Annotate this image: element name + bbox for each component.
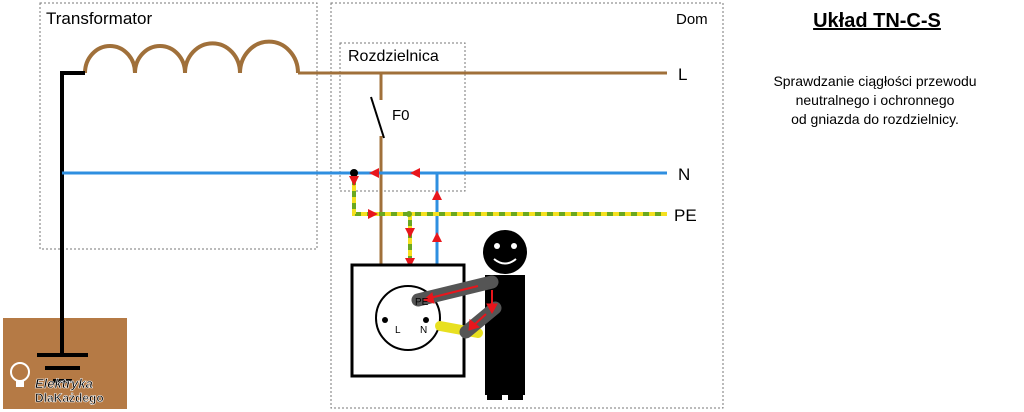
person-head: [483, 230, 527, 274]
person-smile: [493, 258, 517, 265]
transformer-box: [39, 2, 318, 250]
diagram-description: Sprawdzanie ciągłości przewodu neutralne…: [740, 72, 1010, 129]
logo-text-line1: Elektryka: [35, 376, 93, 391]
pe-wire-yellow: [352, 173, 667, 216]
arrow-neutral-up-1: [432, 190, 442, 200]
person-left-eye: [494, 243, 500, 249]
socket-n-pin: [423, 317, 429, 323]
description-line-3: od gniazda do rozdzielnicy.: [791, 111, 959, 127]
wire-label-PE: PE: [674, 206, 697, 225]
socket-l-pin: [382, 317, 388, 323]
transformer-label: Transformator: [46, 9, 152, 28]
wire-label-L: L: [678, 65, 687, 84]
pe-junction: [406, 211, 412, 217]
person-right-eye: [511, 243, 517, 249]
lightbulb-base-icon: [16, 381, 24, 387]
earth-conductor: [60, 71, 85, 355]
arrow-probe-pe-line: [429, 285, 479, 299]
switch-f0-label: F0: [392, 107, 410, 124]
arrow-neutral-left: [410, 168, 420, 178]
description-line-2: neutralnego i ochronnego: [795, 92, 955, 108]
probe-arrows: [422, 285, 498, 331]
socket-n-label: N: [420, 325, 427, 336]
wire-label-N: N: [678, 165, 690, 184]
description-line-1: Sprawdzanie ciągłości przewodu: [773, 73, 977, 89]
arrow-pe-right: [368, 209, 378, 219]
diagram-title: Układ TN-C-S: [813, 10, 941, 32]
arrow-pen-down: [349, 176, 359, 186]
switchboard-label: Rozdzielnica: [348, 48, 439, 65]
arrow-body-down-head: [486, 303, 498, 315]
house-box: [330, 2, 724, 409]
arrow-pe-down-2: [405, 258, 415, 268]
person-right-leg: [508, 390, 523, 400]
pe-wire-green: [352, 173, 667, 216]
switchboard-box: [339, 42, 466, 192]
arrow-probe-n-line: [473, 313, 487, 326]
socket-l-label: L: [395, 325, 401, 336]
switch-f0-contact: [370, 96, 385, 139]
logo-text-line2: DlaKażdego: [35, 391, 104, 405]
socket-pe-label: PE: [415, 297, 429, 308]
person-left-leg: [487, 390, 502, 400]
arrow-neutral-left-2: [369, 168, 379, 178]
transformer-coil: [83, 39, 300, 74]
arrow-neutral-up-2: [432, 232, 442, 242]
pen-split-junction: [350, 169, 358, 177]
elektryka-logo: Elektryka DlaKażdego: [10, 362, 104, 405]
arrow-probe-n-head: [468, 319, 481, 331]
current-flow-arrows: [349, 168, 442, 275]
arrow-probe-pe-head: [422, 292, 435, 304]
arrow-pe-down-1: [405, 228, 415, 238]
house-label: Dom: [676, 11, 708, 28]
